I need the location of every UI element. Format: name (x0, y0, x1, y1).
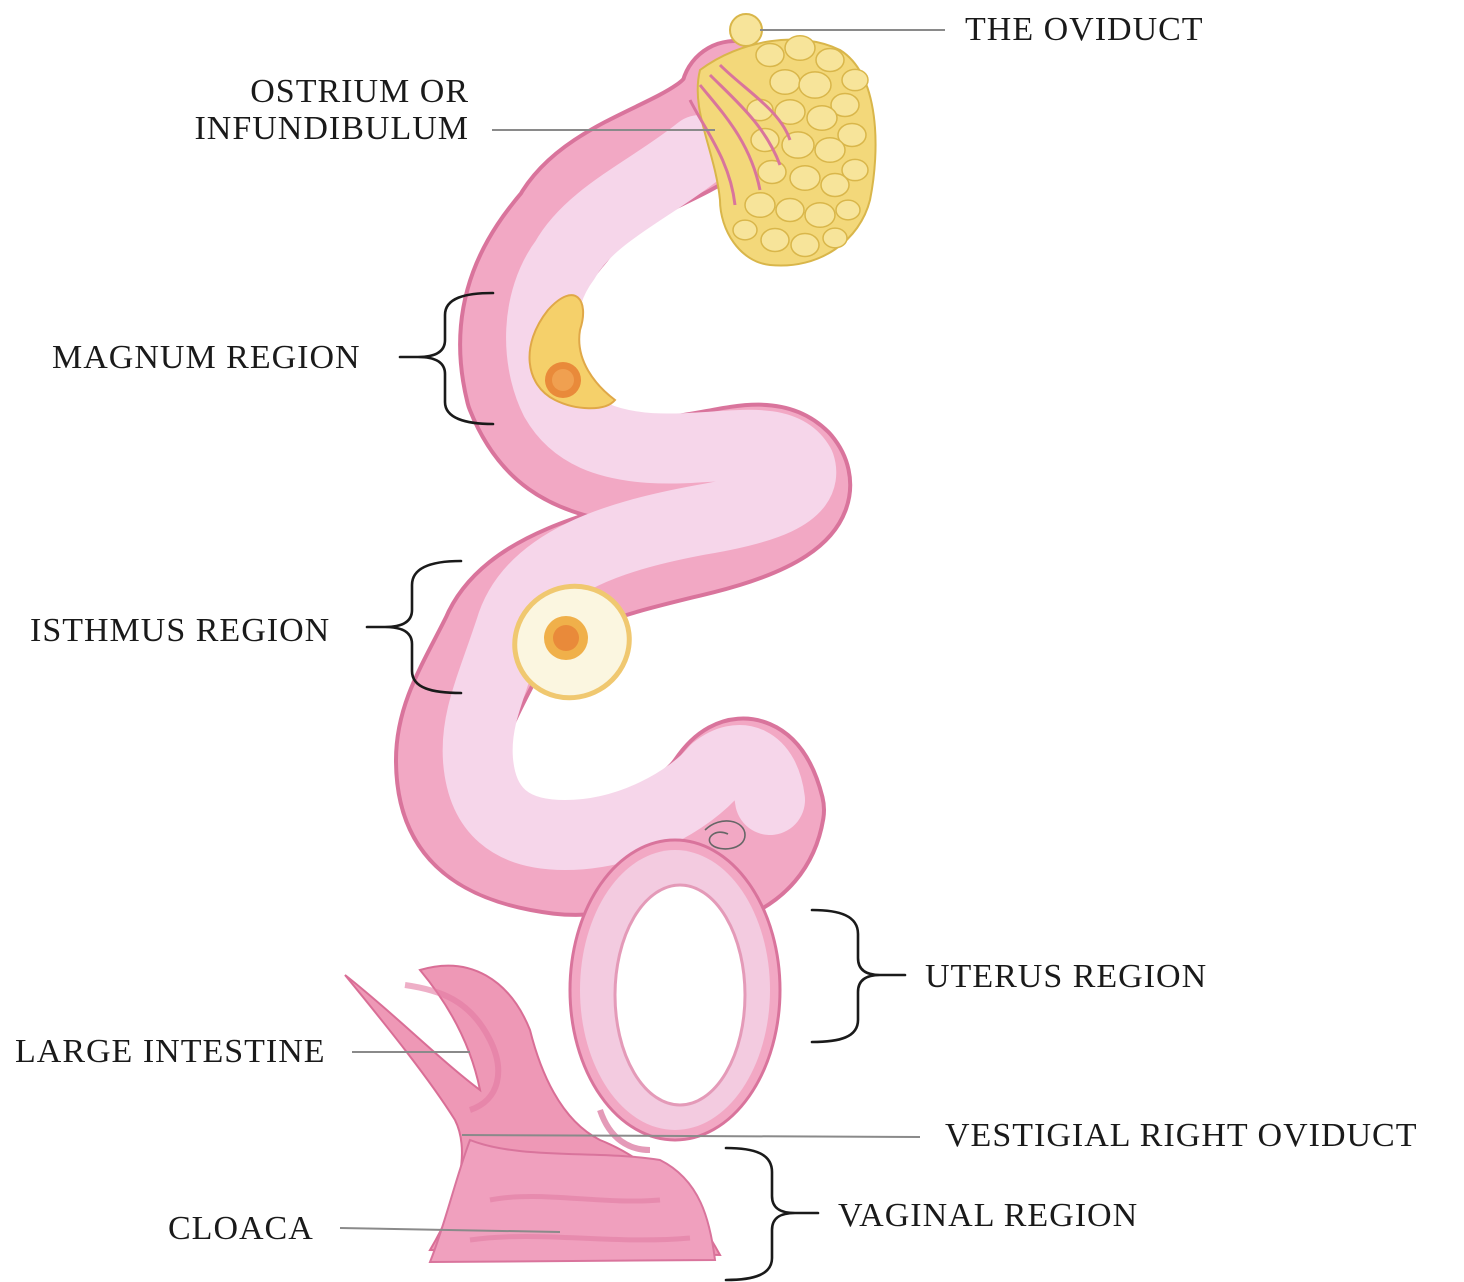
uterus-loop (570, 840, 780, 1150)
ovary-follicle (823, 228, 847, 248)
ovary-follicle (770, 70, 800, 95)
label-uterus-region: UTERUS REGION (925, 958, 1207, 996)
ovary-follicle (761, 229, 789, 252)
label-the-oviduct: THE OVIDUCT (965, 11, 1204, 49)
ovary-follicle (745, 193, 775, 218)
ovary-follicle (807, 106, 837, 131)
label-large-intestine: LARGE INTESTINE (15, 1033, 326, 1071)
ovary-follicle (842, 69, 868, 90)
ovary-follicle (821, 174, 849, 197)
label-vestigial-right-oviduct: VESTIGIAL RIGHT OVIDUCT (945, 1117, 1418, 1155)
ovary-follicle (733, 220, 757, 240)
ovary-follicle (756, 44, 784, 67)
ovary-follicle (785, 36, 815, 61)
label-isthmus-region: ISTHMUS REGION (30, 612, 330, 650)
ovary-follicle (790, 166, 820, 191)
uterus-brace (812, 910, 905, 1042)
ovary-follicle (799, 72, 831, 98)
cloaca-shape (430, 1140, 715, 1262)
label-vaginal-region: VAGINAL REGION (838, 1197, 1138, 1235)
ovary-follicle (758, 161, 786, 184)
label-magnum-region: MAGNUM REGION (52, 339, 361, 377)
ovary-follicle (836, 200, 860, 220)
ovary-follicle (805, 203, 835, 228)
label-ostrium-line1: OSTRIUM OR (250, 73, 469, 111)
ovary-follicle (751, 129, 779, 152)
ovary-follicle (791, 234, 819, 257)
label-cloaca: CLOACA (168, 1210, 314, 1248)
label-ostrium-line2: INFUNDIBULUM (194, 110, 469, 148)
ovary-follicle (776, 199, 804, 222)
ovary-follicle (816, 49, 844, 72)
vaginal-brace (726, 1148, 818, 1280)
ovary-follicle (815, 138, 845, 163)
